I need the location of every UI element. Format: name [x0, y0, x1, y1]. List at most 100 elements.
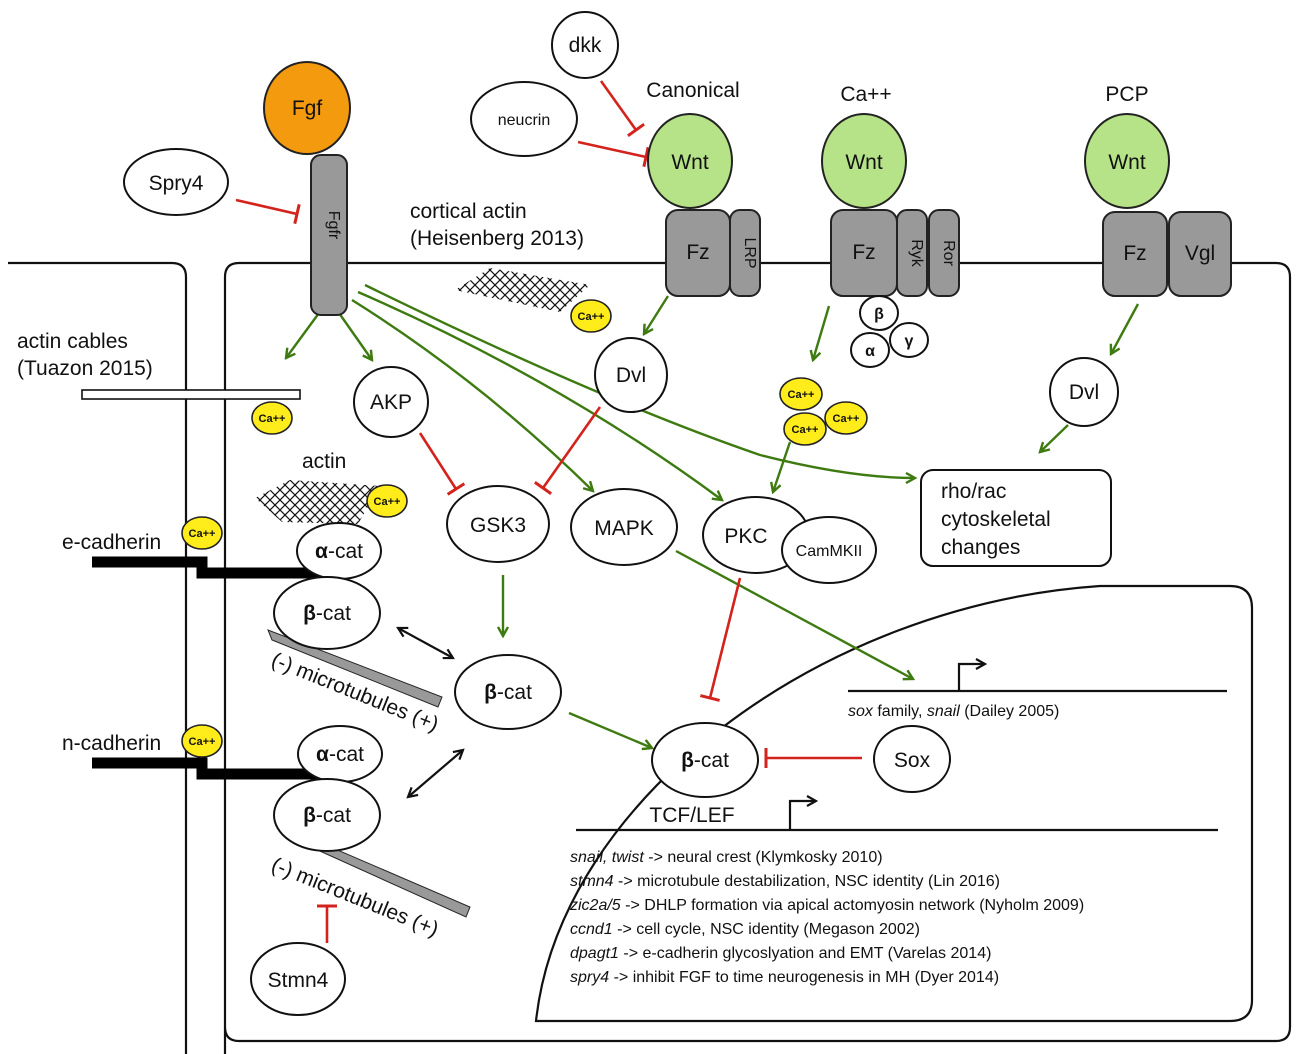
arrow-ca-pkc — [773, 441, 792, 492]
dkk-node: dkk — [551, 11, 619, 79]
sox-promoter-arrow — [957, 664, 985, 691]
svg-text:α: α — [865, 343, 875, 360]
svg-text:β-cat: β-cat — [303, 602, 351, 625]
n-cadherin-molecule — [92, 757, 320, 780]
fgfr-receptor: Fgfr — [310, 154, 348, 316]
svg-text:Stmn4: Stmn4 — [268, 969, 329, 992]
pcp-fz-receptor: Fz — [1102, 211, 1168, 297]
ryk-receptor: Ryk — [896, 209, 928, 297]
svg-text:GSK3: GSK3 — [470, 514, 526, 537]
svg-text:Vgl: Vgl — [1185, 242, 1215, 265]
neucrin-node: neucrin — [470, 81, 578, 157]
target-gene-line: zic2a/5 -> DHLP formation via apical act… — [569, 897, 1084, 914]
svg-text:α-cat: α-cat — [316, 743, 364, 766]
svg-text:Fz: Fz — [686, 241, 709, 264]
main-cell-membrane — [223, 261, 1292, 1054]
svg-text:PKC: PKC — [724, 525, 767, 548]
inhibit-dkk-wnt — [599, 80, 646, 138]
svg-text:AKP: AKP — [370, 391, 412, 414]
svg-text:Ca++: Ca++ — [259, 413, 286, 425]
svg-text:Ca++: Ca++ — [189, 736, 216, 748]
svg-text:Ryk: Ryk — [908, 239, 925, 268]
svg-text:β-cat: β-cat — [303, 804, 351, 827]
arrow-dvl-rho — [1040, 424, 1069, 452]
alpha-cat-upper: α-cat — [296, 522, 382, 580]
svg-text:Ca++: Ca++ — [788, 389, 815, 401]
vgl-receptor: Vgl — [1168, 211, 1232, 297]
alpha-cat-lower: α-cat — [297, 725, 383, 783]
target-gene-line: spry4 -> inhibit FGF to time neurogenesi… — [570, 969, 999, 986]
target-gene-line: stmn4 -> microtubule destabilization, NS… — [570, 873, 1000, 890]
calcium-title: Ca++ — [840, 83, 891, 106]
canonical-dvl-node: Dvl — [594, 337, 668, 413]
svg-text:Ca++: Ca++ — [833, 413, 860, 425]
inhibit-neucrin-wnt — [577, 140, 650, 168]
arrow-fgfr-rho — [364, 283, 915, 478]
spry4-node: Spry4 — [123, 148, 229, 216]
camk-node: CamMKII — [781, 516, 877, 584]
calcium-ion-cluster-3: Ca++ — [783, 412, 827, 446]
g-protein-gamma: γ — [889, 322, 929, 358]
calcium-ion-cluster-1: Ca++ — [779, 377, 823, 411]
svg-text:Sox: Sox — [894, 749, 931, 772]
activation-arrows — [286, 283, 1140, 748]
tcf-lef-label: TCF/LEF — [649, 804, 734, 827]
svg-text:changes: changes — [941, 536, 1020, 559]
calcium-ion-e-cadherin: Ca++ — [181, 516, 223, 550]
inhibit-pkc-bcat — [699, 577, 742, 702]
svg-text:β-cat: β-cat — [681, 749, 729, 772]
svg-text:Wnt: Wnt — [1108, 151, 1146, 174]
actin-cables-label: actin cables — [17, 330, 128, 353]
canonical-wnt-ligand: Wnt — [647, 113, 733, 209]
arrow-fgfr-pkc — [357, 290, 722, 500]
svg-text:neucrin: neucrin — [498, 112, 550, 129]
rho-rac-box: rho/rac cytoskeletal changes — [920, 469, 1112, 567]
arrow-bcat-nuclear — [568, 711, 652, 748]
arrow-pcp-dvl — [1111, 303, 1140, 354]
pcp-dvl-node: Dvl — [1049, 357, 1119, 427]
inhibit-akp-gsk3 — [418, 432, 466, 496]
fgf-ligand: Fgf — [263, 61, 351, 155]
calcium-ion-cable: Ca++ — [251, 401, 293, 435]
cortical-actin-mesh — [455, 268, 590, 312]
actin-cables-citation: (Tuazon 2015) — [17, 357, 153, 380]
double-arrow-lower — [408, 750, 463, 797]
svg-text:Spry4: Spry4 — [149, 172, 204, 195]
svg-text:Wnt: Wnt — [845, 151, 883, 174]
e-cadherin-molecule — [92, 556, 320, 579]
ror-receptor: Ror — [928, 209, 960, 297]
pcp-title: PCP — [1105, 83, 1148, 106]
beta-cat-nuclear: β-cat — [651, 722, 759, 798]
svg-text:Fgf: Fgf — [292, 97, 323, 120]
nucleus-envelope — [534, 584, 1254, 1023]
canonical-fz-receptor: Fz — [665, 209, 731, 297]
svg-text:Dvl: Dvl — [616, 364, 646, 387]
e-cadherin-label: e-cadherin — [62, 531, 161, 554]
gsk3-node: GSK3 — [446, 485, 550, 563]
actin-cable — [81, 389, 301, 400]
arrow-mapk-sox — [675, 549, 913, 679]
svg-text:α-cat: α-cat — [315, 540, 363, 563]
inhibit-spry4-fgfr — [235, 198, 301, 225]
calcium-wnt-ligand: Wnt — [821, 113, 907, 209]
calcium-ion-cortical: Ca++ — [570, 299, 612, 333]
svg-text:CamMKII: CamMKII — [796, 543, 863, 560]
sox-node: Sox — [873, 725, 951, 793]
arrow-fgfr-akp — [338, 312, 372, 360]
calcium-ion-n-cadherin: Ca++ — [181, 724, 223, 758]
akp-node: AKP — [353, 366, 429, 438]
svg-text:LRP: LRP — [741, 237, 758, 268]
arrow-fz-ca — [813, 305, 831, 360]
svg-text:cytoskeletal: cytoskeletal — [941, 508, 1051, 531]
svg-text:dkk: dkk — [569, 34, 602, 57]
target-gene-list: snail, twist -> neural crest (Klymkosky … — [569, 849, 1084, 986]
svg-text:MAPK: MAPK — [594, 517, 654, 540]
microtubule-upper — [267, 629, 443, 708]
svg-text:Ca++: Ca++ — [578, 311, 605, 323]
svg-text:β-cat: β-cat — [484, 681, 532, 704]
sox-gene-label: sox family, snail (Dailey 2005) — [848, 703, 1059, 720]
calcium-fz-receptor: Fz — [830, 209, 898, 297]
svg-text:Ror: Ror — [940, 240, 957, 266]
canonical-title: Canonical — [646, 79, 739, 102]
